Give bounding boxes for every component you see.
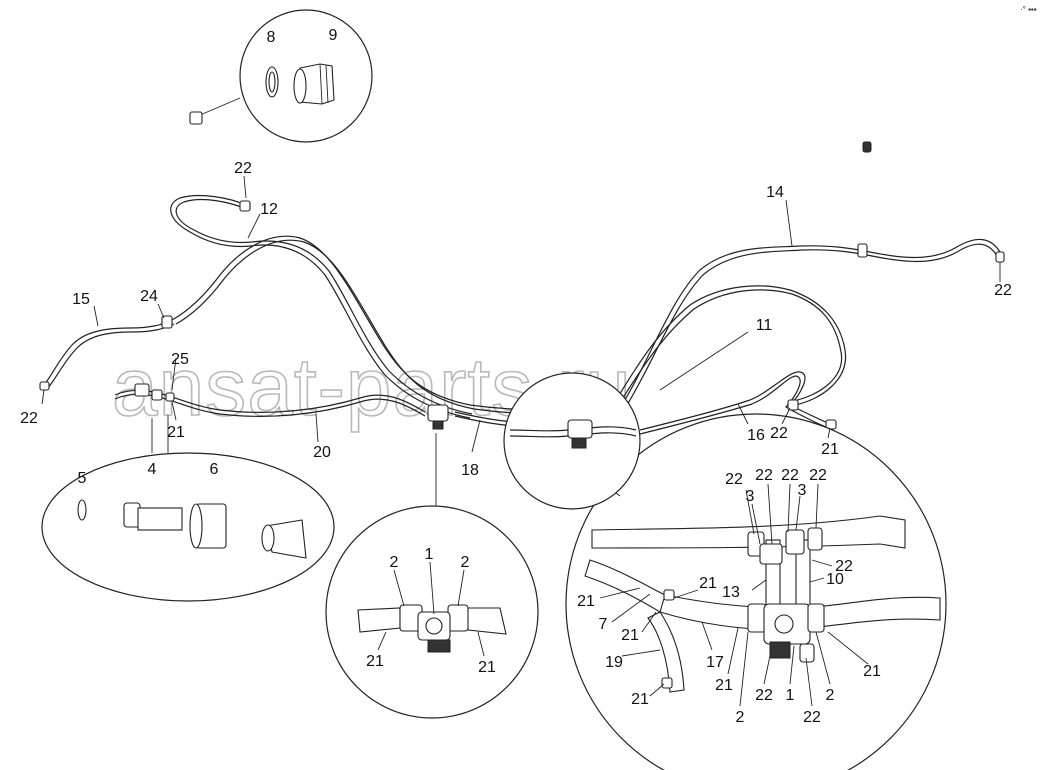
callout-22-mid: 22 — [770, 425, 788, 442]
callout-2-big-left: 2 — [736, 709, 745, 726]
callout-21-big-a: 21 — [699, 575, 717, 592]
callout-18: 18 — [461, 462, 479, 479]
callout-labels: 8 9 22 12 14 22 15 24 25 22 11 21 20 18 … — [20, 27, 1012, 726]
callout-1-valve: 1 — [425, 546, 434, 563]
callout-22-big-b: 22 — [755, 467, 773, 484]
callout-22-big-g: 22 — [803, 709, 821, 726]
callout-21-left: 21 — [167, 424, 185, 441]
callout-14: 14 — [766, 184, 784, 201]
callout-22-big-e: 22 — [835, 558, 853, 575]
callout-19: 19 — [605, 654, 623, 671]
callout-3-right: 3 — [798, 482, 807, 499]
leader-lines — [41, 175, 1001, 707]
callout-2-valve-right: 2 — [461, 554, 470, 571]
callout-21-right: 21 — [821, 441, 839, 458]
callout-24: 24 — [140, 288, 158, 305]
callout-16: 16 — [747, 427, 765, 444]
callout-21-big-b: 21 — [577, 593, 595, 610]
callout-10: 10 — [826, 571, 844, 588]
callout-8: 8 — [267, 29, 276, 46]
callout-21-big-e: 21 — [631, 691, 649, 708]
callout-22-big-a: 22 — [725, 471, 743, 488]
callout-5: 5 — [78, 470, 87, 487]
callout-6: 6 — [210, 461, 219, 478]
callout-20: 20 — [313, 444, 331, 461]
callout-22-left: 22 — [20, 410, 38, 427]
callout-1-big: 1 — [786, 687, 795, 704]
callout-2-big-right: 2 — [826, 687, 835, 704]
callout-21-valve-left: 21 — [366, 653, 384, 670]
callout-13: 13 — [722, 584, 740, 601]
detail-ellipse-fittings — [41, 415, 335, 602]
callout-7: 7 — [599, 616, 608, 633]
callout-22-right: 22 — [994, 282, 1012, 299]
callout-4: 4 — [148, 461, 157, 478]
callout-3-left: 3 — [746, 488, 755, 505]
callout-11: 11 — [756, 317, 773, 334]
detail-circle-manifold — [503, 372, 947, 770]
corner-mark: ·° ▪▪▪ — [1020, 5, 1037, 14]
callout-21-big-f: 21 — [863, 663, 881, 680]
detail-circle-coupling — [189, 9, 373, 143]
callout-22-big-f: 22 — [755, 687, 773, 704]
callout-22-top: 22 — [234, 160, 252, 177]
callout-15: 15 — [72, 291, 90, 308]
callout-12: 12 — [260, 201, 278, 218]
detail-circle-valve — [325, 433, 539, 719]
callout-9: 9 — [329, 27, 338, 44]
callout-21-big-c: 21 — [621, 627, 639, 644]
callout-22-big-c: 22 — [781, 467, 799, 484]
callout-25: 25 — [171, 351, 189, 368]
callout-17: 17 — [706, 654, 724, 671]
callout-21-valve-right: 21 — [478, 659, 496, 676]
callout-21-big-d: 21 — [715, 677, 733, 694]
callout-22-big-d: 22 — [809, 467, 827, 484]
callout-2-valve-left: 2 — [390, 554, 399, 571]
